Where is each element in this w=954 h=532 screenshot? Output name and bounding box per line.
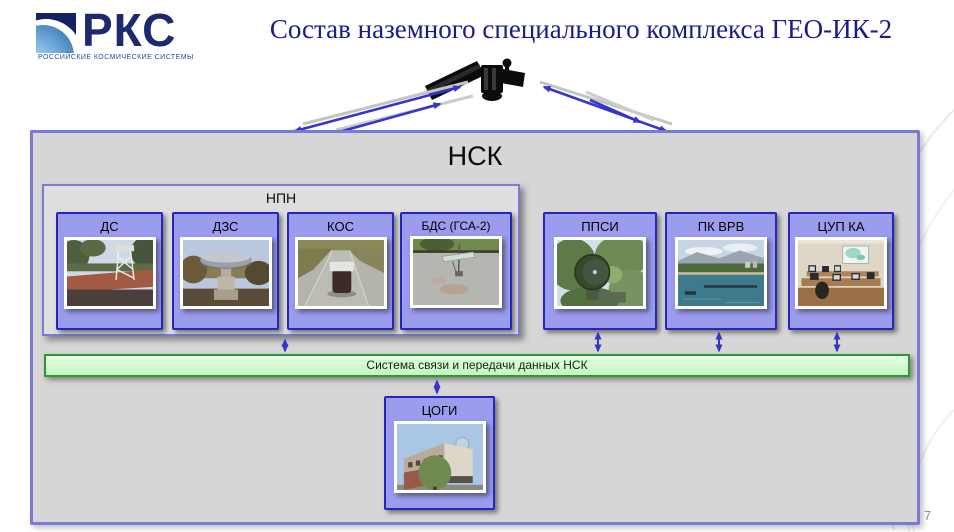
unit-box-tsup-ka: ЦУП КА: [788, 212, 894, 330]
page-number: 7: [924, 508, 932, 523]
bds-photo: [410, 236, 502, 308]
pk-vrv-photo: [675, 237, 767, 309]
unit-label: ППСИ: [581, 219, 619, 234]
nsk-label: НСК: [447, 141, 503, 171]
unit-label: БДС (ГСА-2): [421, 219, 491, 233]
unit-label: ДС: [100, 219, 119, 234]
unit-box-ppsi: ППСИ: [543, 212, 657, 330]
dzs-photo: [179, 237, 272, 309]
satellite-icon: [425, 58, 525, 101]
unit-label: ДЗС: [212, 219, 239, 234]
npn-panel: НПН ДС: [42, 184, 520, 336]
unit-box-kos: КОС: [287, 212, 394, 330]
rks-logo: РКС РОССИЙСКИЕ КОСМИЧЕСКИЕ СИСТЕМЫ: [36, 4, 266, 65]
slide-title: Состав наземного специального комплекса …: [269, 14, 893, 44]
unit-label: ПК ВРВ: [697, 219, 745, 234]
unit-box-pk-vrv: ПК ВРВ: [665, 212, 777, 330]
unit-box-bds: БДС (ГСА-2): [400, 212, 512, 330]
logo-text: РКС: [82, 4, 177, 56]
ds-photo: [63, 237, 156, 309]
unit-box-dzs: ДЗС: [172, 212, 279, 330]
unit-label: ЦУП КА: [817, 219, 865, 234]
tsogi-photo: [393, 421, 486, 493]
npn-label: НПН: [265, 190, 297, 206]
unit-label: ЦОГИ: [421, 403, 458, 418]
rks-logo-icon: [36, 13, 76, 53]
comms-bus: Система связи и передачи данных НСК: [44, 354, 910, 377]
unit-box-ds: ДС: [56, 212, 163, 330]
logo-subtitle: РОССИЙСКИЕ КОСМИЧЕСКИЕ СИСТЕМЫ: [38, 54, 194, 61]
ppsi-photo: [554, 237, 646, 309]
unit-box-tsogi: ЦОГИ: [384, 396, 495, 510]
tsup-ka-photo: [795, 237, 887, 309]
kos-photo: [294, 237, 387, 309]
unit-label: КОС: [327, 219, 354, 234]
nsk-panel: НСК НПН ДС: [30, 130, 920, 525]
